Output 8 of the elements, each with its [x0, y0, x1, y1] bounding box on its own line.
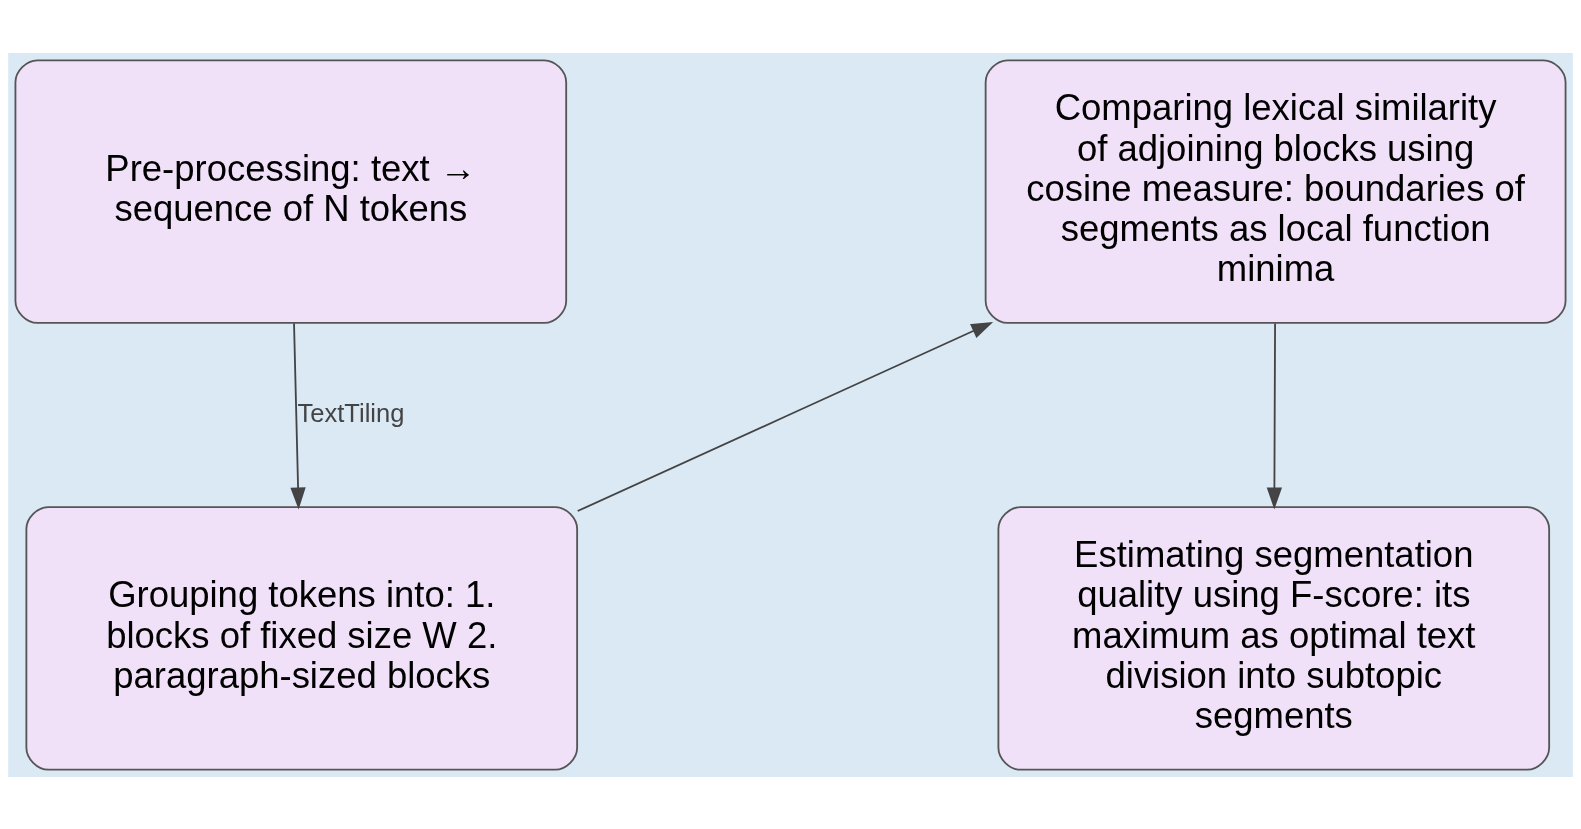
node-box: Grouping tokens into: 1. blocks of fixed size W 2. paragraph-sized blocks: [25, 505, 579, 771]
arrow: [290, 322, 306, 509]
node-box: Estimating segmentation quality using F-score: its maximum as optimal text division into subtopic segments: [997, 505, 1551, 771]
edge-label: TextTiling: [297, 398, 405, 427]
arrow: [576, 321, 994, 512]
arrow: [1266, 322, 1283, 509]
node-box: Comparing lexical similarity of adjoining blocks using cosine measure: boundaries of segments as local function minima: [984, 58, 1567, 324]
node-box: Pre-processing: text → sequence of N tokens: [14, 58, 568, 324]
